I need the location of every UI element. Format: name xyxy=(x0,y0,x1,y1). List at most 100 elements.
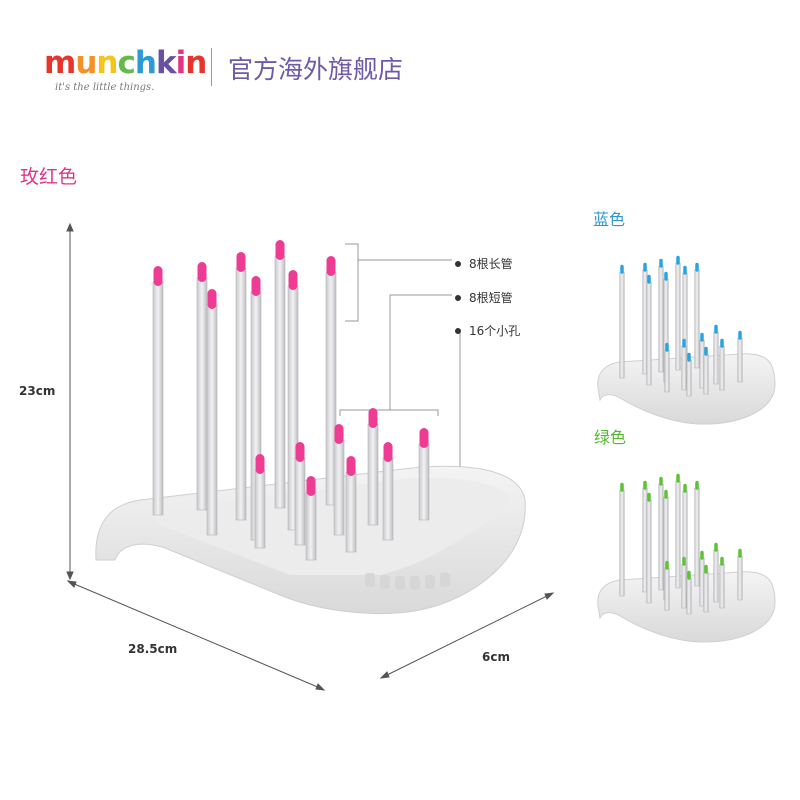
feature-label: 16个小孔 xyxy=(469,324,521,338)
logo-letter: i xyxy=(175,45,187,81)
tube-tip xyxy=(683,483,687,493)
short-tube xyxy=(686,570,692,615)
long-tube xyxy=(206,289,218,536)
green-rack-tubes xyxy=(619,473,743,615)
short-tube xyxy=(418,428,430,521)
tube-tip xyxy=(664,489,668,499)
tube-tip xyxy=(676,473,680,483)
logo-letter: h xyxy=(134,45,157,81)
tube-tip xyxy=(714,542,718,552)
bullet-icon xyxy=(455,260,461,267)
feature-label: 8根长管 xyxy=(469,257,513,271)
tube-tip xyxy=(683,265,687,275)
tube-tip xyxy=(682,338,686,348)
tube-tip xyxy=(334,424,344,444)
short-tube xyxy=(719,338,725,391)
short-tube xyxy=(345,456,357,553)
tube-tip xyxy=(288,270,298,290)
feature-small-holes: 16个小孔 xyxy=(455,322,520,339)
short-tube xyxy=(382,442,394,541)
munchkin-logo: munchkin xyxy=(44,45,207,81)
long-tube xyxy=(619,482,625,597)
green-variant-label: 绿色 xyxy=(594,428,627,447)
depth-dimension: 6cm xyxy=(482,650,510,664)
tube-tip xyxy=(665,560,669,570)
short-tube xyxy=(294,442,306,546)
dimension-lines xyxy=(66,222,555,691)
short-tube xyxy=(713,324,719,385)
tube-tip xyxy=(647,492,651,502)
short-tube xyxy=(737,330,743,383)
tube-tip xyxy=(664,271,668,281)
short-tube xyxy=(719,556,725,609)
short-tube xyxy=(686,352,692,397)
short-tube xyxy=(305,476,317,561)
tube-tip xyxy=(687,352,691,362)
pink-variant-label: 玫红色 xyxy=(20,166,78,188)
tube-tip xyxy=(695,262,699,272)
tube-tip xyxy=(687,570,691,580)
feature-long-tubes: 8根长管 xyxy=(455,255,513,272)
bullet-icon xyxy=(455,327,461,334)
tube-tip xyxy=(700,550,704,560)
tube-tip xyxy=(620,264,624,274)
short-tube xyxy=(681,556,687,609)
tube-tip xyxy=(197,262,207,282)
feature-short-tubes: 8根短管 xyxy=(455,289,513,306)
tube-tip xyxy=(695,480,699,490)
long-tube xyxy=(196,262,208,511)
blue-rack-tubes xyxy=(619,255,743,397)
logo-letter: k xyxy=(155,45,177,81)
tube-tip xyxy=(275,240,285,260)
tube-tip xyxy=(720,338,724,348)
long-tube xyxy=(646,492,652,604)
long-tube xyxy=(694,480,700,587)
tube-tip xyxy=(676,255,680,265)
logo-tagline: it's the little things. xyxy=(55,82,155,93)
tube-tip xyxy=(659,258,663,268)
short-tube xyxy=(713,542,719,603)
tube-tip xyxy=(738,330,742,340)
long-tube xyxy=(658,476,664,591)
long-tube xyxy=(675,255,681,371)
long-tube xyxy=(658,258,664,373)
tube-tip xyxy=(368,408,378,428)
bullet-icon xyxy=(455,294,461,301)
logo-letter: n xyxy=(96,45,118,81)
logo-letter: m xyxy=(44,45,76,81)
blue-rack xyxy=(597,255,776,425)
long-tube xyxy=(152,266,164,516)
tube-tip xyxy=(665,342,669,352)
long-tube xyxy=(287,270,299,531)
tube-tip xyxy=(620,482,624,492)
long-tube xyxy=(646,274,652,386)
short-tube xyxy=(254,454,266,549)
logo-letter: c xyxy=(117,45,135,81)
tube-tip xyxy=(419,428,429,448)
tube-tip xyxy=(643,480,647,490)
short-tube xyxy=(333,424,345,536)
width-dimension: 28.5cm xyxy=(128,642,178,656)
header-divider xyxy=(211,48,212,86)
tube-tip xyxy=(738,548,742,558)
blue-variant-label: 蓝色 xyxy=(593,210,626,229)
short-tube xyxy=(664,560,670,611)
tube-tip xyxy=(251,276,261,296)
tube-tip xyxy=(720,556,724,566)
long-tube xyxy=(694,262,700,369)
short-tube xyxy=(737,548,743,601)
logo-letter: u xyxy=(75,45,97,81)
tube-tip xyxy=(346,456,356,476)
main-rack-tubes xyxy=(152,240,430,561)
short-tube xyxy=(681,338,687,391)
tube-tip xyxy=(643,262,647,272)
long-tube xyxy=(274,240,286,509)
long-tube xyxy=(235,252,247,521)
tube-tip xyxy=(700,332,704,342)
tube-tip xyxy=(659,476,663,486)
tube-tip xyxy=(647,274,651,284)
short-tube xyxy=(367,408,379,526)
logo-letter: n xyxy=(185,45,207,81)
tube-tip xyxy=(236,252,246,272)
